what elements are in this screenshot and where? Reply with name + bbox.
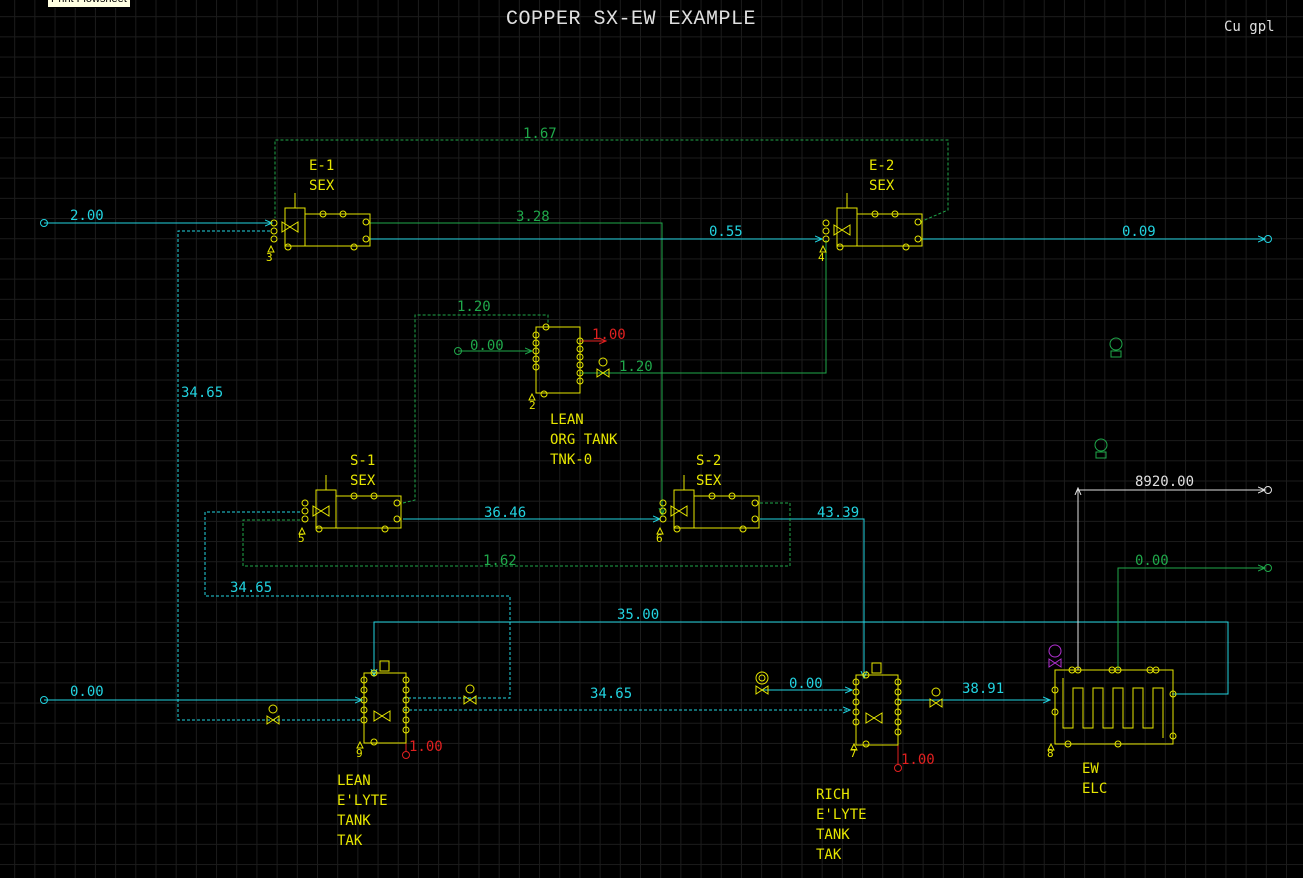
stream-recycle [374, 621, 1229, 695]
unit-s1-settler [301, 475, 402, 533]
unit-label-lean-org[interactable]: LEAN ORG TANK TNK-0 [550, 412, 618, 468]
unit-rich-elyte-tank [852, 662, 902, 748]
stream-value-feed: 2.00 [70, 208, 104, 224]
stream-value-rich-ew: 38.91 [962, 681, 1005, 697]
stream-value-lean-loop: 34.65 [230, 580, 273, 596]
stream-value-lean-rich: 34.65 [590, 686, 633, 702]
stream-value-s2-out: 43.39 [817, 505, 860, 521]
stream-value-org-tank-loop: 1.20 [457, 299, 491, 315]
valve-lean-out [463, 684, 477, 705]
stream-value-rich-red: 1.00 [901, 752, 935, 768]
stream-value-s1-s2: 36.46 [484, 505, 527, 521]
green-indicator-mid [1094, 438, 1108, 459]
stream-value-s-loop: 1.62 [483, 553, 517, 569]
unit-number-4: 4 [818, 251, 825, 264]
stream-org-loop [274, 139, 949, 223]
unit-number-6: 6 [656, 532, 663, 545]
stream-ew-gas [1117, 568, 1265, 670]
unit-label-e1[interactable]: E-1 SEX [309, 158, 335, 194]
unit-number-9: 9 [356, 747, 363, 760]
stream-e1-s2 [370, 222, 662, 515]
stream-value-org-tank-red: 1.00 [592, 327, 626, 343]
unit-s2-settler [659, 475, 760, 533]
stream-value-lean-red: 1.00 [409, 739, 443, 755]
stream-s-loop [242, 502, 791, 567]
unit-label-s1[interactable]: S-1 SEX [350, 453, 376, 489]
unit-number-3: 3 [266, 251, 273, 264]
stream-value-recycle: 35.00 [617, 607, 660, 623]
unit-label-rich-elyte[interactable]: RICH E'LYTE TANK TAK [816, 787, 867, 863]
unit-number-2: 2 [529, 399, 536, 412]
valve-rich-out [929, 687, 943, 708]
stream-cathode [1077, 490, 1265, 670]
stream-org-tank-out [580, 240, 827, 374]
stream-value-lean-in: 0.00 [70, 684, 104, 700]
unit-number-7: 7 [850, 747, 857, 760]
unit-lean-org-tank [532, 323, 584, 398]
units-label: Cu gpl [1224, 19, 1275, 35]
stream-value-cathode: 8920.00 [1135, 474, 1195, 490]
page-title: COPPER SX-EW EXAMPLE [506, 8, 757, 31]
stream-value-e1-s2: 3.28 [516, 209, 550, 225]
unit-lean-elyte-tank [360, 660, 410, 746]
stream-value-org-tank-out: 1.20 [619, 359, 653, 375]
stream-org-tank-loop [402, 314, 549, 504]
unit-e1-settler [270, 193, 371, 251]
green-indicator-top [1109, 337, 1123, 358]
unit-number-5: 5 [298, 532, 305, 545]
unit-label-ew[interactable]: EW ELC [1082, 761, 1108, 797]
stream-value-raffinate: 0.09 [1122, 224, 1156, 240]
unit-label-e2[interactable]: E-2 SEX [869, 158, 895, 194]
stream-lean-loop [204, 511, 511, 699]
stream-s2-rich [760, 518, 864, 678]
valve-left [266, 704, 280, 725]
unit-number-8: 8 [1047, 747, 1054, 760]
unit-label-s2[interactable]: S-2 SEX [696, 453, 722, 489]
stream-value-ew-gas: 0.00 [1135, 553, 1169, 569]
stream-value-left-loop: 34.65 [181, 385, 224, 401]
stream-left-loop [177, 230, 360, 721]
magenta-indicator [1048, 644, 1062, 668]
valve-org-tank [596, 357, 610, 378]
valve-rich-in [755, 671, 769, 695]
stream-value-e1-e2: 0.55 [709, 224, 743, 240]
stream-value-org-tank-in: 0.00 [470, 338, 504, 354]
unit-e2-settler [822, 193, 923, 251]
stream-value-org-loop: 1.67 [523, 126, 557, 142]
unit-ew-cell [1051, 666, 1177, 748]
stream-value-rich-in: 0.00 [789, 676, 823, 692]
print-flowsheet-tooltip: Print Flowsheet [47, 0, 131, 8]
unit-label-lean-elyte[interactable]: LEAN E'LYTE TANK TAK [337, 773, 388, 849]
